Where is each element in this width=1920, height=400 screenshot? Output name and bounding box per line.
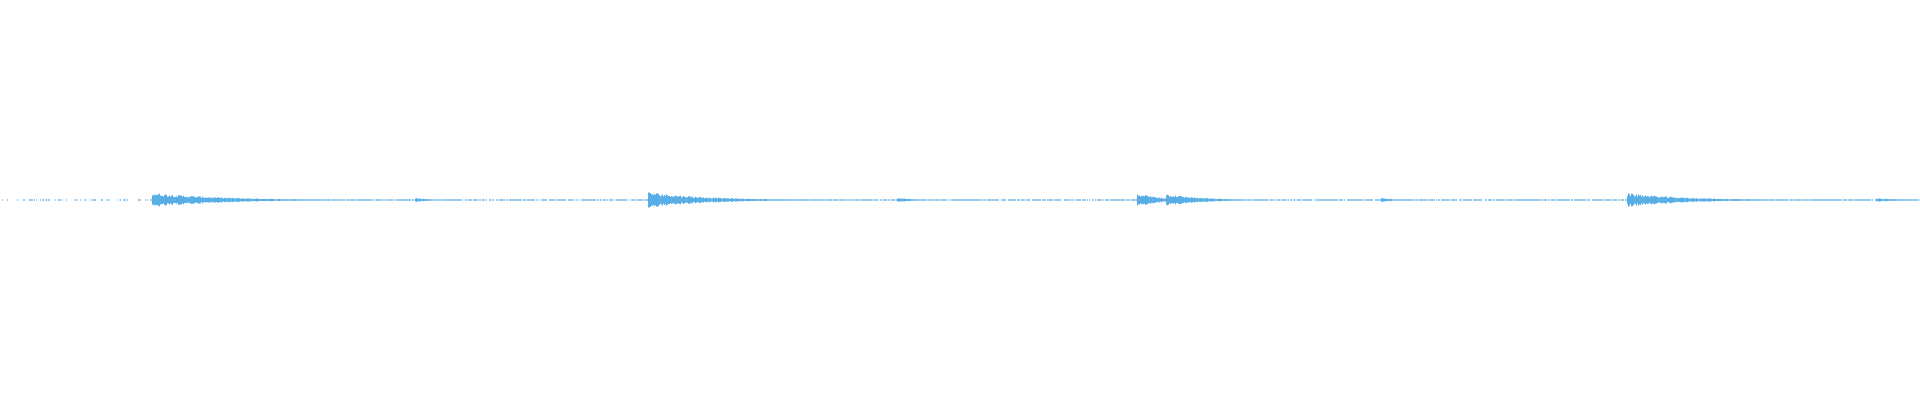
waveform-trace — [2, 192, 1920, 208]
